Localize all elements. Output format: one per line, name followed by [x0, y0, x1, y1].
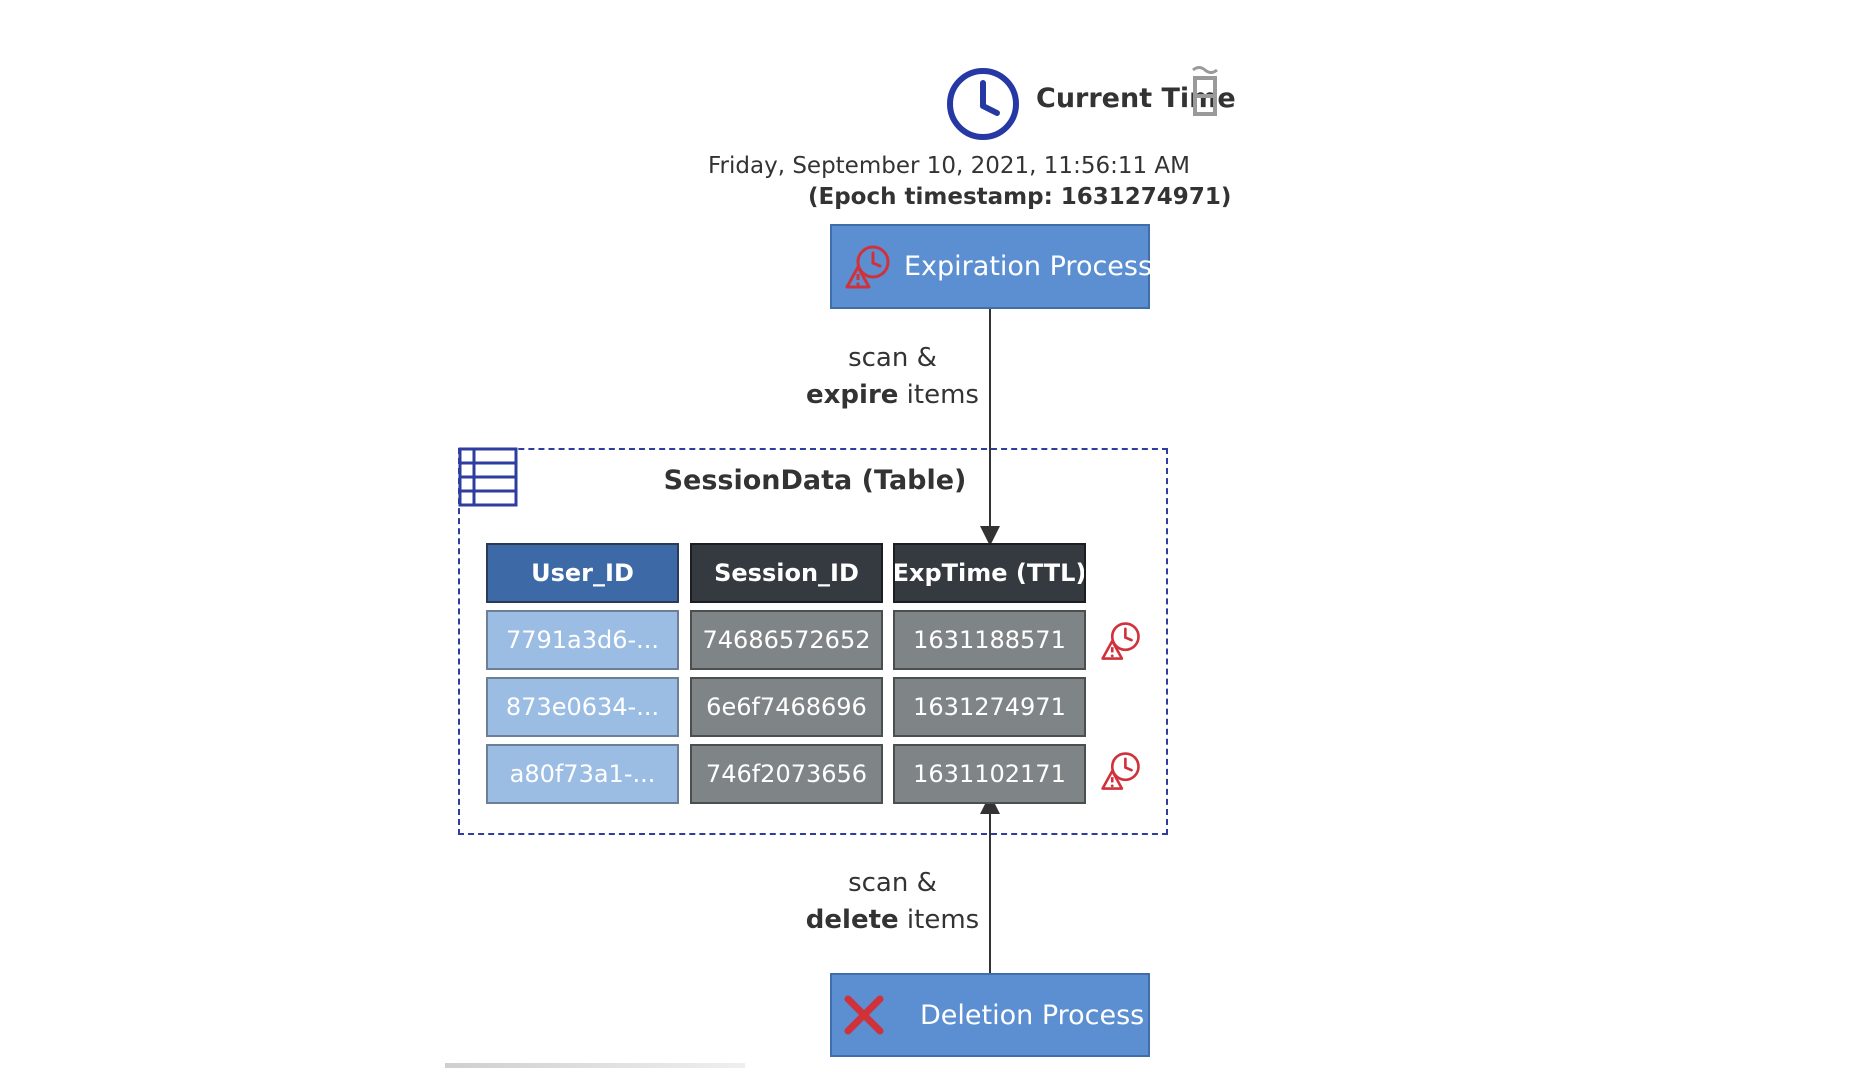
expire-flow-label: scan & expire items [806, 343, 979, 410]
epoch-timestamp-text: (Epoch timestamp: 1631274971) [808, 184, 1232, 210]
column-header-user-id: User_ID [486, 543, 679, 603]
current-date-text: Friday, September 10, 2021, 11:56:11 AM [707, 153, 1190, 179]
dynamodb-table-icon [458, 447, 518, 507]
deletion-process-box: Deletion Process [830, 973, 1150, 1057]
expired-warning-icon [1101, 752, 1140, 790]
table-cell-session-id: 6e6f7468696 [690, 677, 883, 737]
column-header-session-id: Session_ID [690, 543, 883, 603]
red-x-icon [844, 995, 884, 1035]
table-cell-exptime: 1631188571 [893, 610, 1086, 670]
delete-flow-label: scan & delete items [805, 868, 980, 935]
table-title: SessionData (Table) [663, 465, 967, 496]
current-time-label: Current Time [1036, 83, 1236, 114]
expire-clock-warning-icon [845, 245, 890, 288]
table-cell-exptime: 1631102171 [893, 744, 1086, 804]
table-cell-user-id: 7791a3d6-... [486, 610, 679, 670]
expiration-process-box: Expiration Process [830, 224, 1153, 309]
expiration-process-label: Expiration Process [904, 251, 1153, 282]
table-cell-user-id: a80f73a1-... [486, 744, 679, 804]
table-cell-session-id: 74686572652 [690, 610, 883, 670]
overlap-glyph-icon [1192, 66, 1218, 116]
session-table-frame [458, 448, 1168, 835]
clock-icon [947, 68, 1019, 140]
expired-warning-icon [1101, 622, 1140, 660]
bottom-smudge [445, 1063, 745, 1068]
table-cell-session-id: 746f2073656 [690, 744, 883, 804]
deletion-process-label: Deletion Process [920, 999, 1145, 1031]
column-header-exptime: ExpTime (TTL) [893, 543, 1086, 603]
table-cell-user-id: 873e0634-... [486, 677, 679, 737]
table-cell-exptime: 1631274971 [893, 677, 1086, 737]
